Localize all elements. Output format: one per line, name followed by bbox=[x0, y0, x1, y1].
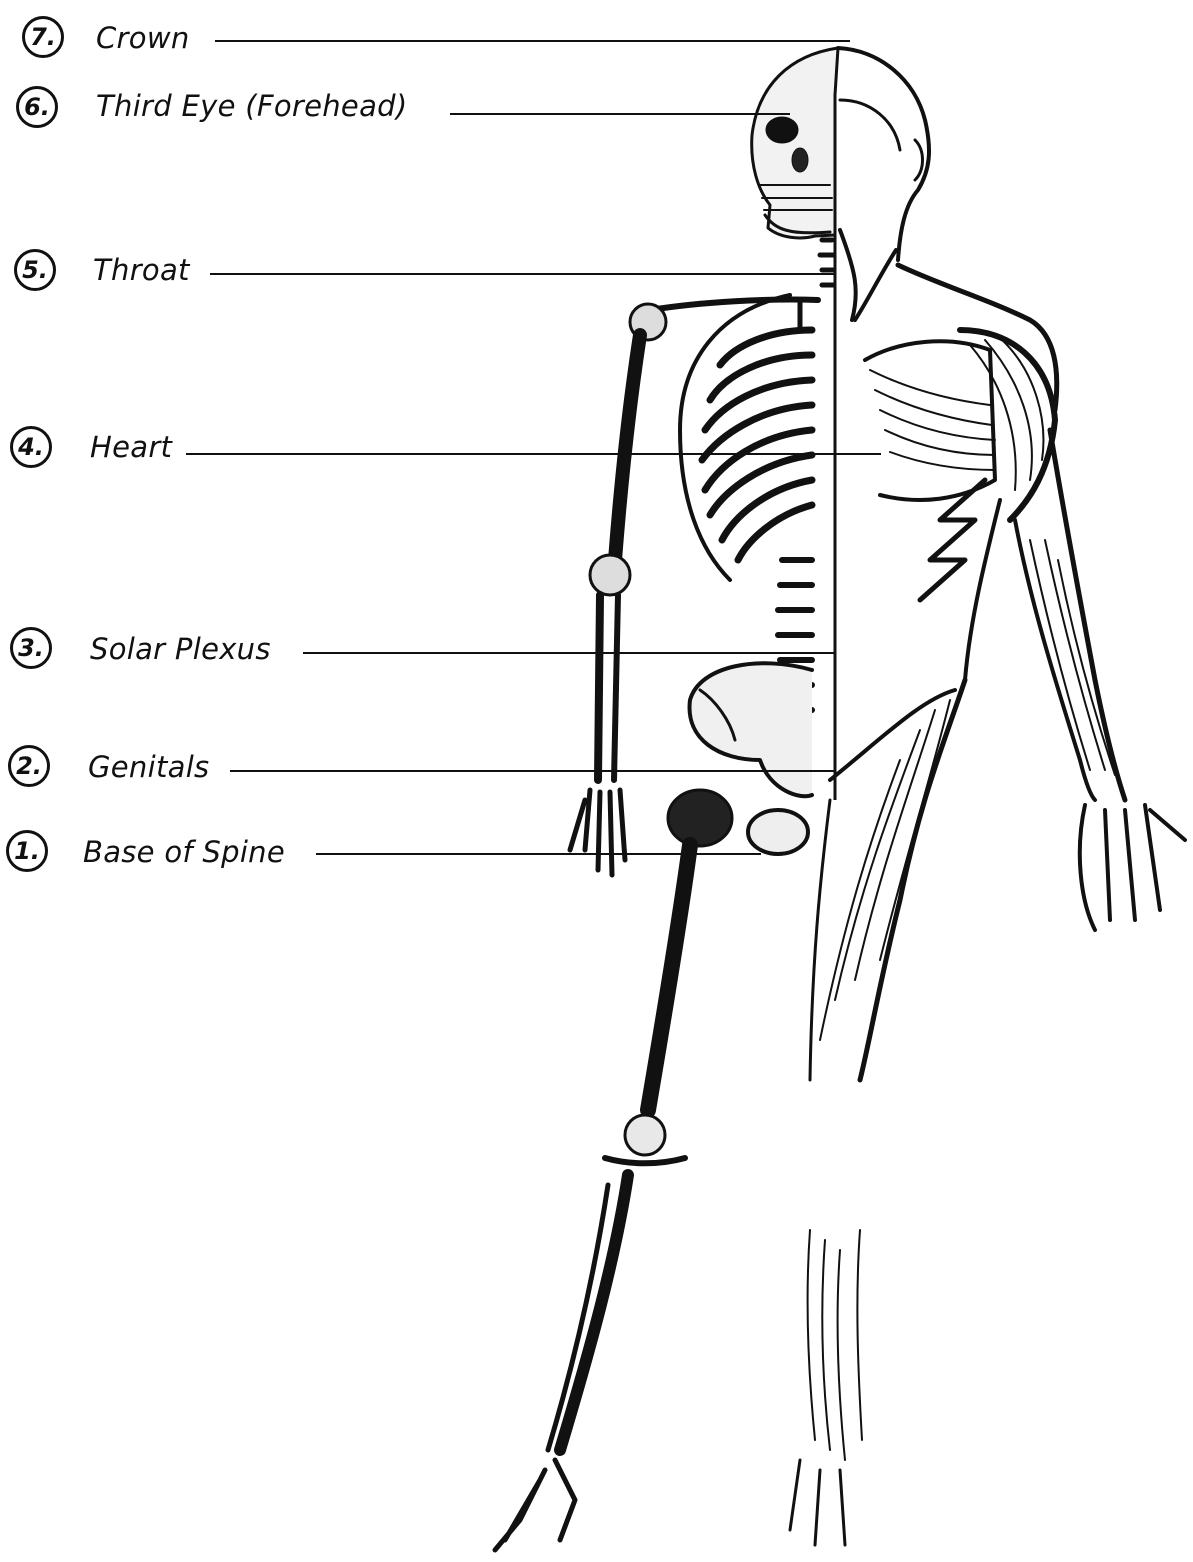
chakra-label-solar-plexus: Solar Plexus bbox=[90, 635, 271, 664]
chakra-label-heart: Heart bbox=[90, 433, 172, 462]
chakra-number-badge: 3. bbox=[10, 627, 52, 669]
leader-line-base-of-spine bbox=[316, 853, 761, 855]
leader-line-crown bbox=[215, 40, 850, 42]
chakra-number-badge: 2. bbox=[8, 745, 50, 787]
chakra-label-genitals: Genitals bbox=[88, 753, 209, 782]
chakra-number-badge: 7. bbox=[22, 16, 64, 58]
chakra-label-throat: Throat bbox=[93, 256, 190, 285]
leader-line-heart bbox=[186, 453, 881, 455]
muscle-half bbox=[790, 48, 1185, 1545]
chakra-number-badge: 6. bbox=[16, 86, 58, 128]
leader-line-third-eye bbox=[450, 113, 790, 115]
chakra-label-third-eye: Third Eye (Forehead) bbox=[96, 92, 407, 121]
leader-line-genitals bbox=[230, 770, 835, 772]
chakra-label-crown: Crown bbox=[96, 24, 190, 53]
leader-line-solar-plexus bbox=[303, 652, 835, 654]
chakra-label-base-of-spine: Base of Spine bbox=[83, 838, 285, 867]
chakra-number-badge: 4. bbox=[10, 426, 52, 468]
chakra-number-badge: 5. bbox=[14, 249, 56, 291]
chakra-number-badge: 1. bbox=[6, 830, 48, 872]
leader-line-throat bbox=[210, 273, 835, 275]
